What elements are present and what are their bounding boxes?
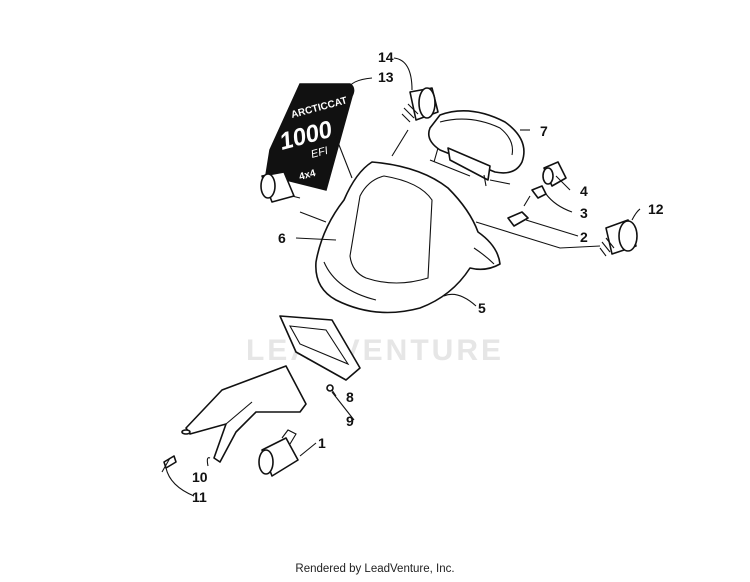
part-12-switch xyxy=(599,219,638,257)
callout-5: 5 xyxy=(478,300,486,316)
callout-13: 13 xyxy=(378,69,394,85)
callout-10: 10 xyxy=(192,469,208,485)
watermark: LEADVENTURE xyxy=(246,334,504,367)
part-11-screw xyxy=(161,455,177,473)
part-2-washer xyxy=(507,211,529,227)
callout-2: 2 xyxy=(580,229,588,245)
callout-11: 11 xyxy=(192,489,207,505)
callout-14: 14 xyxy=(378,49,394,65)
part-3-key xyxy=(523,185,547,207)
footer-credit: Rendered by LeadVenture, Inc. xyxy=(295,563,455,575)
decal-suffix: EFI xyxy=(310,145,330,161)
part-13-decal: ARCTICCAT 1000 EFI 4x4 xyxy=(265,83,355,191)
part-7-gauge xyxy=(427,110,525,187)
callout-7: 7 xyxy=(540,123,548,139)
callout-9: 9 xyxy=(346,413,354,429)
callout-8: 8 xyxy=(346,389,354,405)
part-10-bracket xyxy=(181,365,307,463)
callout-6: 6 xyxy=(278,230,286,246)
part-8-bezel xyxy=(279,315,361,381)
part-5-pod-housing xyxy=(315,161,501,314)
part-9-screw xyxy=(326,384,334,392)
callout-1: 1 xyxy=(318,435,326,451)
decal-drive: 4x4 xyxy=(298,168,317,183)
part-1-outlet xyxy=(258,429,299,477)
callout-3: 3 xyxy=(580,205,588,221)
leader-lines xyxy=(165,57,641,497)
part-14-switch xyxy=(401,87,439,123)
callout-12: 12 xyxy=(648,201,664,217)
callout-4: 4 xyxy=(580,183,588,199)
